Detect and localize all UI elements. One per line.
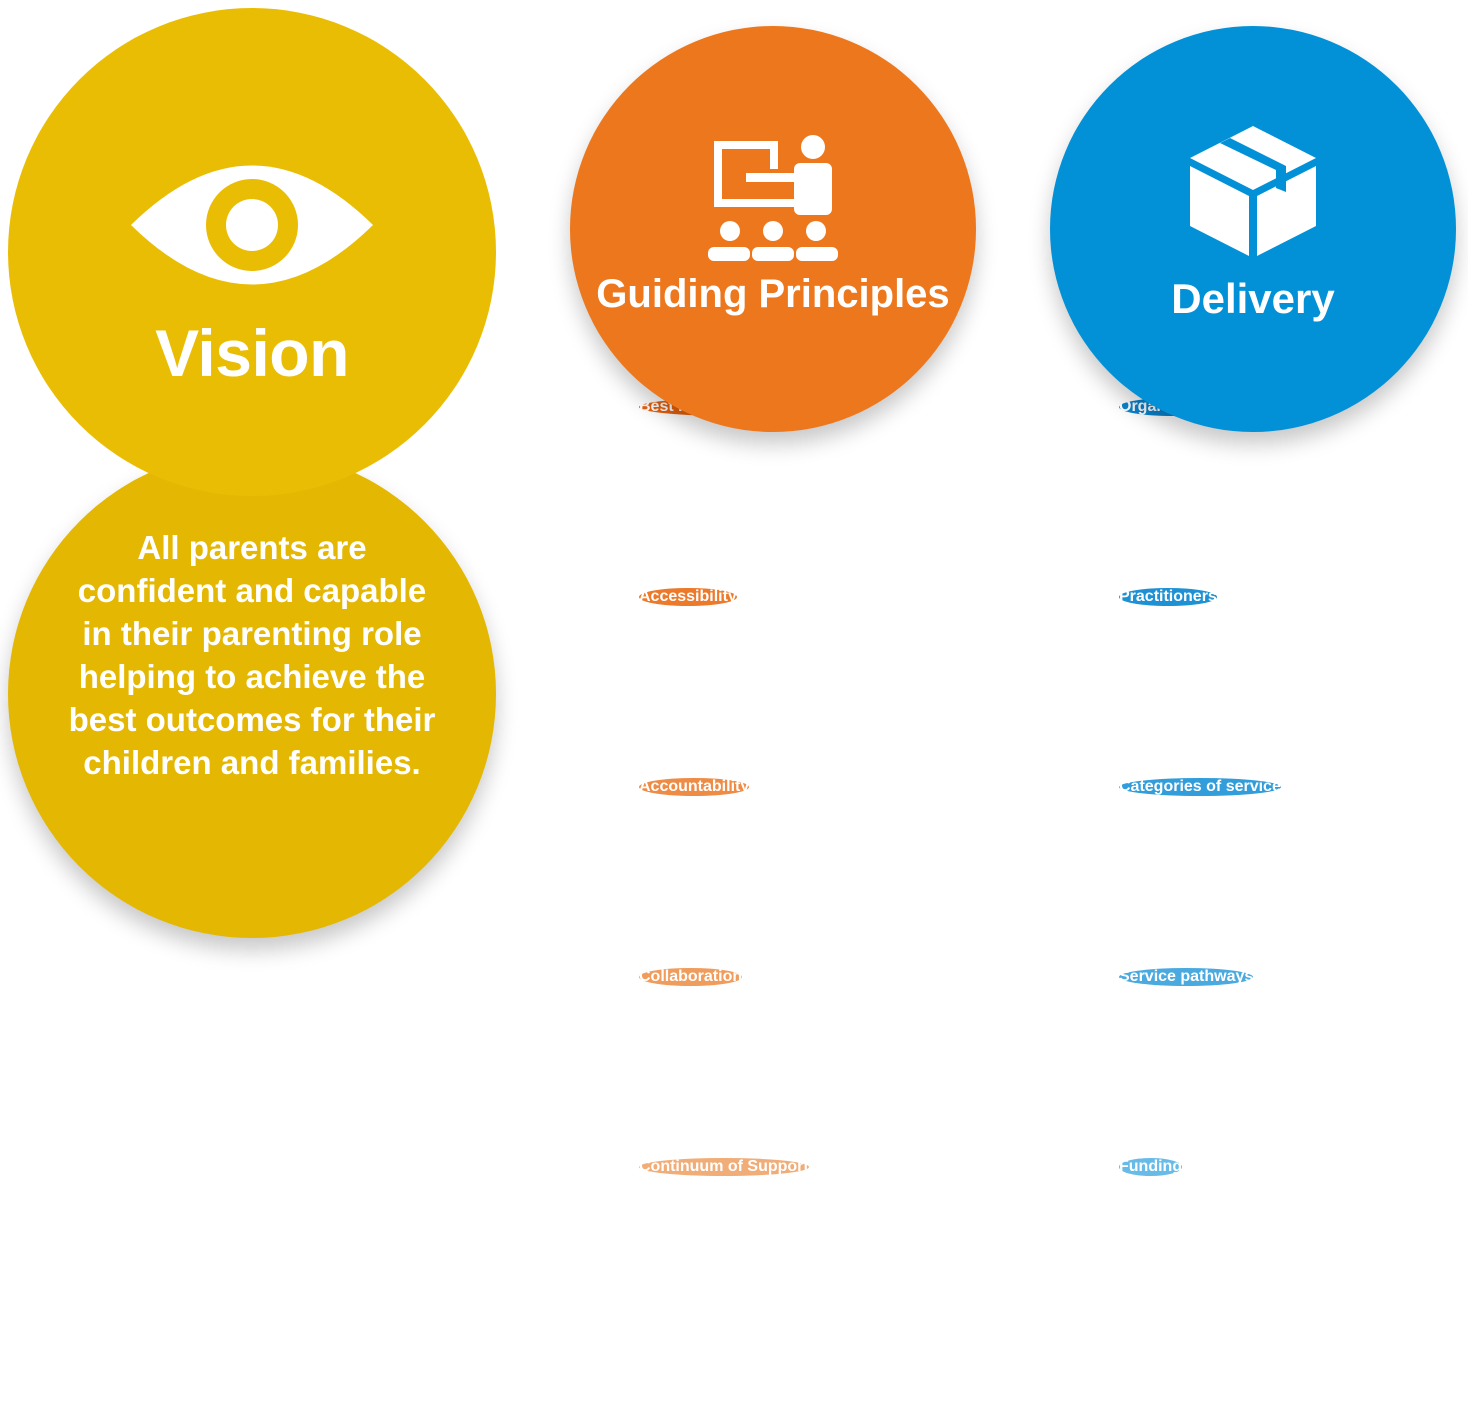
delivery-label: Categories of service bbox=[1119, 778, 1281, 795]
delivery-practitioners: Practitioners bbox=[1119, 588, 1217, 606]
principle-label: Accessibility bbox=[639, 588, 737, 605]
delivery-funding: Funding bbox=[1119, 1158, 1183, 1176]
box-package-icon bbox=[1190, 126, 1316, 256]
delivery-title: Delivery bbox=[1171, 275, 1335, 322]
principle-label: Continuum of Support bbox=[639, 1158, 809, 1175]
delivery-label: Funding bbox=[1119, 1158, 1183, 1175]
teacher-presentation-icon bbox=[708, 134, 838, 261]
guiding-principles-title: Guiding Principles bbox=[596, 271, 950, 316]
principle-continuum-of-support: Continuum of Support bbox=[639, 1158, 809, 1176]
delivery-label: Practitioners bbox=[1119, 588, 1217, 605]
delivery-circle: Delivery bbox=[1050, 26, 1456, 432]
principle-accountability: Accountability bbox=[639, 778, 750, 796]
delivery-service-pathways: Service pathways bbox=[1119, 968, 1254, 986]
guiding-principles-circle: Guiding Principles bbox=[570, 26, 976, 432]
vision-description-text: All parents are confident and capable in… bbox=[68, 529, 436, 781]
eye-icon bbox=[131, 165, 373, 285]
principle-accessibility: Accessibility bbox=[639, 588, 737, 606]
delivery-categories-of-service: Categories of service bbox=[1119, 778, 1281, 796]
vision-title: Vision bbox=[155, 316, 349, 390]
principle-collaboration: Collaboration bbox=[639, 968, 743, 986]
principle-label: Accountability bbox=[639, 778, 750, 795]
principle-label: Collaboration bbox=[639, 968, 743, 985]
vision-circle: Vision bbox=[8, 8, 496, 496]
vision-description-circle: All parents are confident and capable in… bbox=[8, 450, 496, 938]
delivery-label: Service pathways bbox=[1119, 968, 1254, 985]
